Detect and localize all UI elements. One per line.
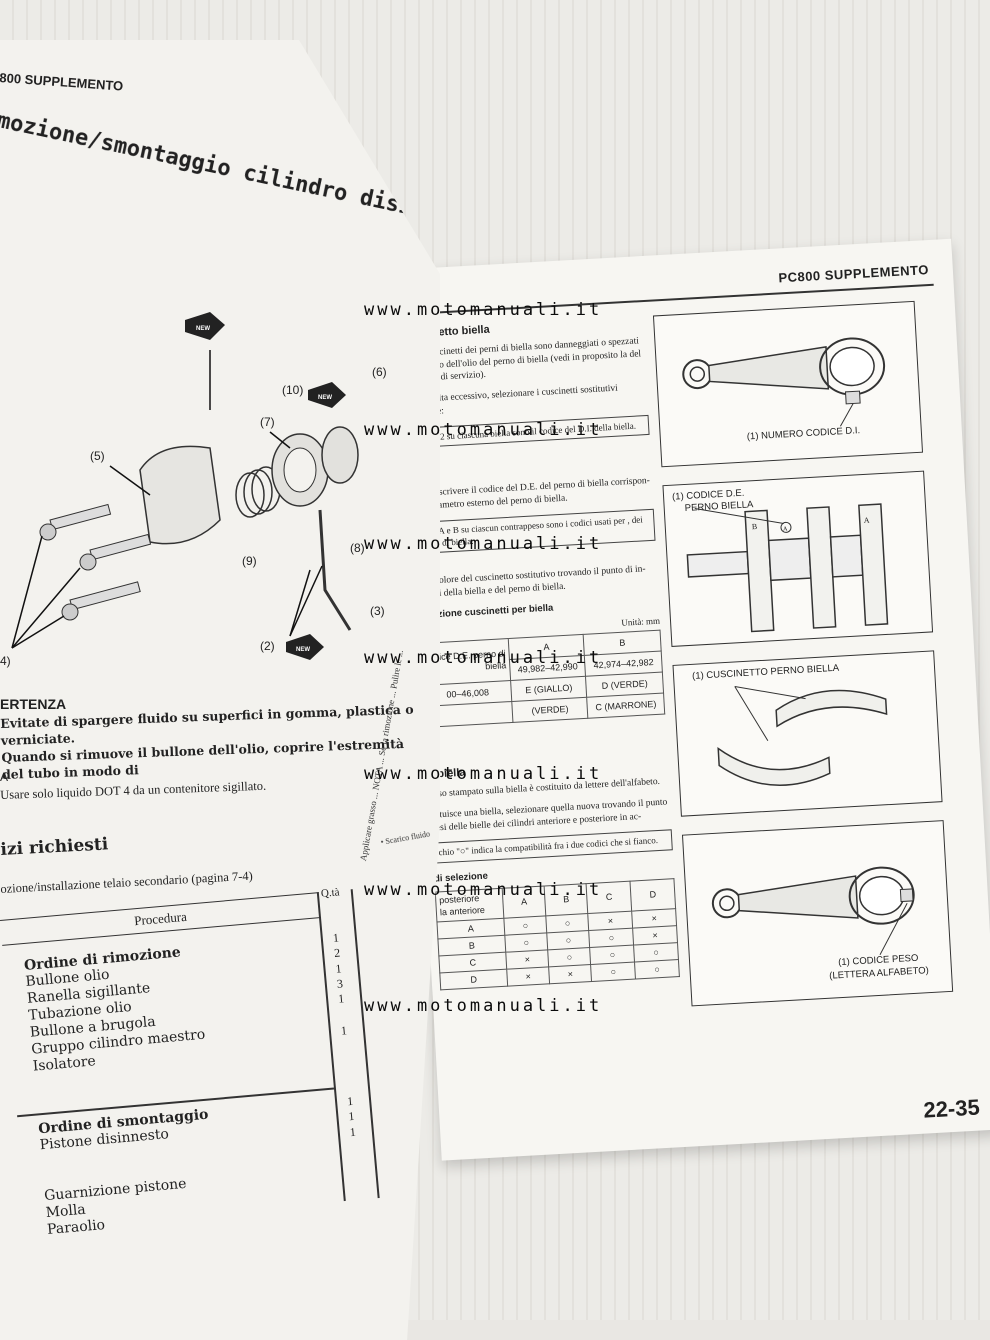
qty-value: 1 (347, 1109, 356, 1124)
svg-text:B: B (752, 522, 758, 531)
paragraph: e se i cuscinetti dei perni di biella so… (404, 336, 642, 385)
callout-label: (9) (242, 554, 257, 568)
watermark-text: www.motomanuali.it (364, 764, 603, 784)
table-cell: (VERDE) (511, 697, 589, 723)
new-part-icon: NEW (185, 312, 225, 340)
bearing-shells-illustration (717, 686, 888, 787)
callout-label: (3) (370, 604, 385, 618)
callout-label: (2) (260, 639, 275, 653)
procedure-header: Procedura (0, 892, 322, 946)
table-row-label: D (439, 969, 508, 991)
callout-label: (7) (260, 415, 275, 429)
paragraph: olio risulta eccessivo, selezionare i cu… (407, 383, 619, 419)
qty-value: 1 (337, 991, 345, 1007)
crankshaft-illustration: B A A (686, 503, 889, 633)
table-divider (316, 892, 346, 1202)
connecting-rod-illustration (682, 337, 886, 427)
svg-text:A: A (783, 526, 788, 532)
callout-label: (8) (350, 541, 365, 555)
note-box: chio "○" indica la compatibilità fra i d… (432, 829, 673, 864)
right-page-header: PC800 SUPPLEMENTO (778, 262, 930, 286)
figure-rod-weight-code: (1) CODICE PESO (LETTERA ALFABETO) (681, 820, 954, 1007)
new-tag-label: NEW (318, 395, 332, 401)
qty-value: 1 (334, 961, 343, 976)
removal-qty-column: 1 2 1 3 1 1 (332, 931, 347, 1039)
callout-label: (5) (90, 449, 105, 463)
table-cell: × (506, 966, 550, 987)
note-text: Usare solo liquido DOT 4 da un contenito… (0, 778, 267, 802)
qty-value: 1 (332, 930, 340, 946)
watermark-text: www.motomanuali.it (364, 648, 603, 668)
table-cell: ○ (590, 962, 636, 982)
table-col-header: D (630, 879, 676, 911)
qty-value: 1 (340, 1023, 348, 1038)
disassembly-order-group: Ordine di smontaggio Pistone disinnesto … (38, 1107, 218, 1240)
qty-value: 3 (336, 976, 344, 991)
warning-title: ERTENZA (0, 696, 67, 712)
left-page-content: 800 SUPPLEMENTO mozione/smontaggio cilin… (0, 40, 440, 1340)
new-part-icon: NEW (286, 634, 324, 660)
page-number: 22-35 (922, 1094, 981, 1123)
table-cell: × (548, 964, 592, 984)
left-page-header: 800 SUPPLEMENTO (0, 70, 124, 94)
paragraph: re e trascrivere il codice del D.E. del … (412, 475, 651, 513)
qty-header: Q.tà (320, 886, 341, 900)
procedure-table: Procedura Q.tà Ordine di rimozione Bullo… (0, 884, 437, 1248)
svg-text:A: A (863, 516, 869, 525)
new-tag-label: NEW (196, 326, 210, 332)
paragraph: stituisce una biella, selezionare quella… (430, 797, 668, 834)
figure-crankshaft: (1) CODICE D.E. PERNO BIELLA B A A (662, 470, 934, 647)
bearing-selection-table: dice D.E. perno di biella A B 49,982–42,… (421, 629, 665, 728)
table-cell: C (MARRONE) (587, 692, 665, 719)
note-label: A (0, 770, 9, 784)
callout-label: (10) (282, 383, 303, 397)
watermark-text: www.motomanuali.it (364, 880, 603, 900)
table-cell: ○ (634, 959, 680, 980)
watermark-text: www.motomanuali.it (364, 420, 603, 440)
qty-value: 1 (346, 1093, 354, 1109)
removal-order-group: Ordine di rimozione Bullone olio Ranella… (23, 943, 207, 1076)
warning-text: Evitate di spargere fluido su superfici … (0, 701, 422, 783)
section-title: izi richiesti (0, 834, 109, 860)
callout-label: (6) (372, 365, 387, 379)
watermark-text: www.motomanuali.it (364, 300, 603, 320)
figure-rod-id-code: (1) NUMERO CODICE D.I. (652, 300, 924, 468)
watermark-text: www.motomanuali.it (364, 534, 603, 554)
paragraph: re il colore del cuscinetto sostitutivo … (417, 564, 646, 600)
table-divider (350, 889, 380, 1199)
watermark-text: www.motomanuali.it (364, 996, 603, 1016)
right-page: PC800 SUPPLEMENTO cuscinetto biella e se… (392, 238, 990, 1161)
qty-value: 2 (333, 945, 341, 961)
exploded-diagram: (5) (7) (10) (8) (9) (2) (3) 4) (6) NEW … (0, 312, 387, 668)
connecting-rod-illustration (711, 866, 915, 956)
new-part-icon: NEW (308, 382, 346, 408)
new-tag-label: NEW (296, 647, 310, 653)
figure-bearing-shells: (1) CUSCINETTO PERNO BIELLA (672, 650, 943, 817)
callout-label: 4) (0, 654, 11, 668)
disassembly-qty-column: 1 1 1 (347, 1094, 357, 1140)
subsection-title: ozione/installazione telaio secondario (… (0, 868, 254, 896)
left-page: 800 SUPPLEMENTO mozione/smontaggio cilin… (0, 40, 440, 1340)
qty-value: 1 (349, 1124, 357, 1140)
corner-bottom: la anteriore (439, 905, 486, 918)
